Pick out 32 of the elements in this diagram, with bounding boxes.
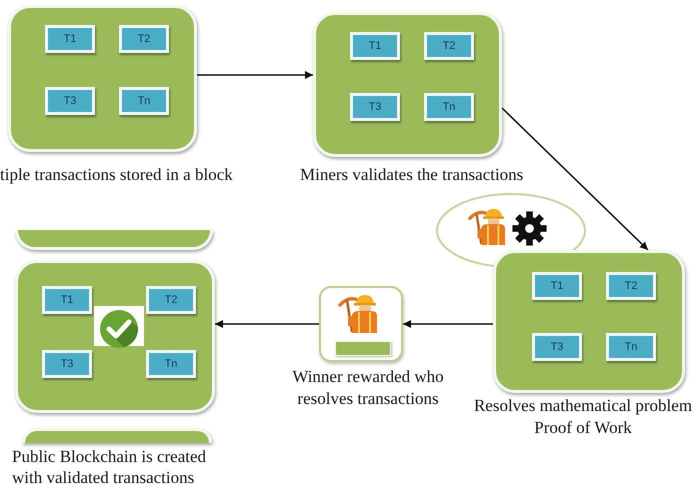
caption-text: Public Blockchain is created with validated transactions <box>12 446 208 488</box>
transaction-tile: Tn <box>424 93 474 121</box>
transaction-tile: Tn <box>146 350 196 378</box>
block-card <box>493 250 685 393</box>
transaction-tile: T3 <box>45 87 95 115</box>
transaction-tile: T1 <box>350 32 400 60</box>
transaction-tile: Tn <box>119 87 169 115</box>
transaction-tile: T1 <box>42 286 92 314</box>
step-caption: Resolves mathematical problem Proof of Work <box>472 395 694 439</box>
step-caption: Miners validates the transactions <box>300 164 524 186</box>
transaction-tile: T1 <box>532 272 582 300</box>
arrow <box>197 71 313 79</box>
transaction-tile: T3 <box>350 93 400 121</box>
transaction-tile: T2 <box>146 286 196 314</box>
block-card <box>15 230 213 250</box>
transaction-tile: T2 <box>606 272 656 300</box>
transaction-tile: T2 <box>424 32 474 60</box>
transaction-tile: T3 <box>42 350 92 378</box>
transaction-tile: T3 <box>532 333 582 361</box>
arrow <box>403 320 493 328</box>
transaction-tile: T1 <box>45 25 95 53</box>
block-card <box>8 5 197 152</box>
transaction-tile: Tn <box>606 333 656 361</box>
reward-card <box>319 286 403 362</box>
block-card <box>22 428 212 443</box>
block-card <box>313 12 502 157</box>
arrow <box>501 107 649 251</box>
transaction-tile: T2 <box>119 25 169 53</box>
step-caption: tiple transactions stored in a block <box>0 164 234 186</box>
step-caption: Winner rewarded who resolves transactions <box>291 366 445 410</box>
block-card <box>15 260 215 413</box>
arrow <box>215 320 319 328</box>
